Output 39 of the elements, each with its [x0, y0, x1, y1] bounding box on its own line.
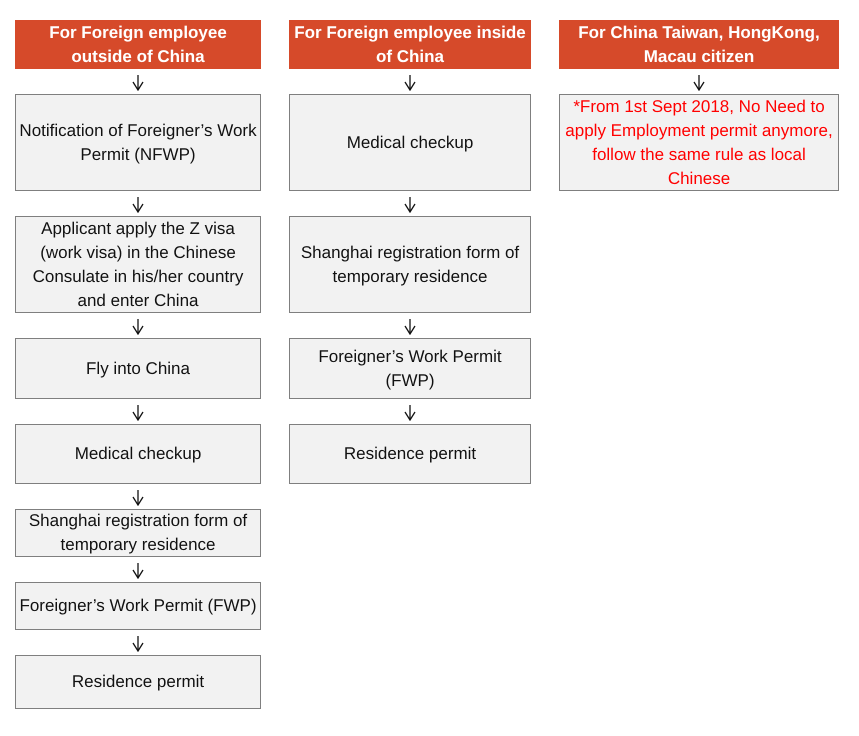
box-text: Shanghai registration form of temporary residence [28, 510, 248, 556]
arrow [693, 75, 705, 91]
box-text: Residence permit [72, 671, 204, 693]
process-box [289, 94, 531, 191]
box-text: Notification of Foreigner’s Work Permit (NFWP) [19, 120, 257, 166]
arrow [404, 319, 416, 335]
arrow [132, 319, 144, 335]
process-box [289, 424, 531, 484]
box-text: Foreigner’s Work Permit (FWP) [317, 346, 503, 392]
process-box [289, 216, 531, 313]
arrow [132, 197, 144, 213]
process-box [15, 424, 261, 484]
arrow [132, 636, 144, 652]
process-box [15, 338, 261, 399]
box-text: Medical checkup [346, 132, 474, 154]
process-box [15, 94, 261, 191]
box-text: Residence permit [344, 443, 476, 465]
process-box [15, 216, 261, 313]
box-text: Applicant apply the Z visa (work visa) in the Chinese Consulate in his/her country and enter China [32, 218, 244, 312]
arrow [132, 75, 144, 91]
box-text: Shanghai registration form of temporary residence [300, 242, 520, 288]
arrow [132, 563, 144, 579]
box-text: For China Taiwan, HongKong, Macau citizen [577, 22, 821, 68]
process-box [15, 582, 261, 630]
box-text: Foreigner’s Work Permit (FWP) [19, 595, 257, 617]
box-text: For Foreign employee outside of China [48, 22, 228, 68]
arrow [404, 75, 416, 91]
box-text: Fly into China [86, 358, 190, 380]
process-box [289, 338, 531, 399]
arrow [404, 405, 416, 421]
arrow [132, 405, 144, 421]
box-text: Medical checkup [74, 443, 202, 465]
box-text: *From 1st Sept 2018, No Need to apply Employment permit anymore, follow the same rule as local Chinese [564, 96, 834, 190]
process-box [15, 655, 261, 709]
arrow [132, 490, 144, 506]
header-banner [559, 20, 839, 69]
header-banner [15, 20, 261, 69]
box-text: For Foreign employee inside of China [293, 22, 527, 68]
arrow [404, 197, 416, 213]
